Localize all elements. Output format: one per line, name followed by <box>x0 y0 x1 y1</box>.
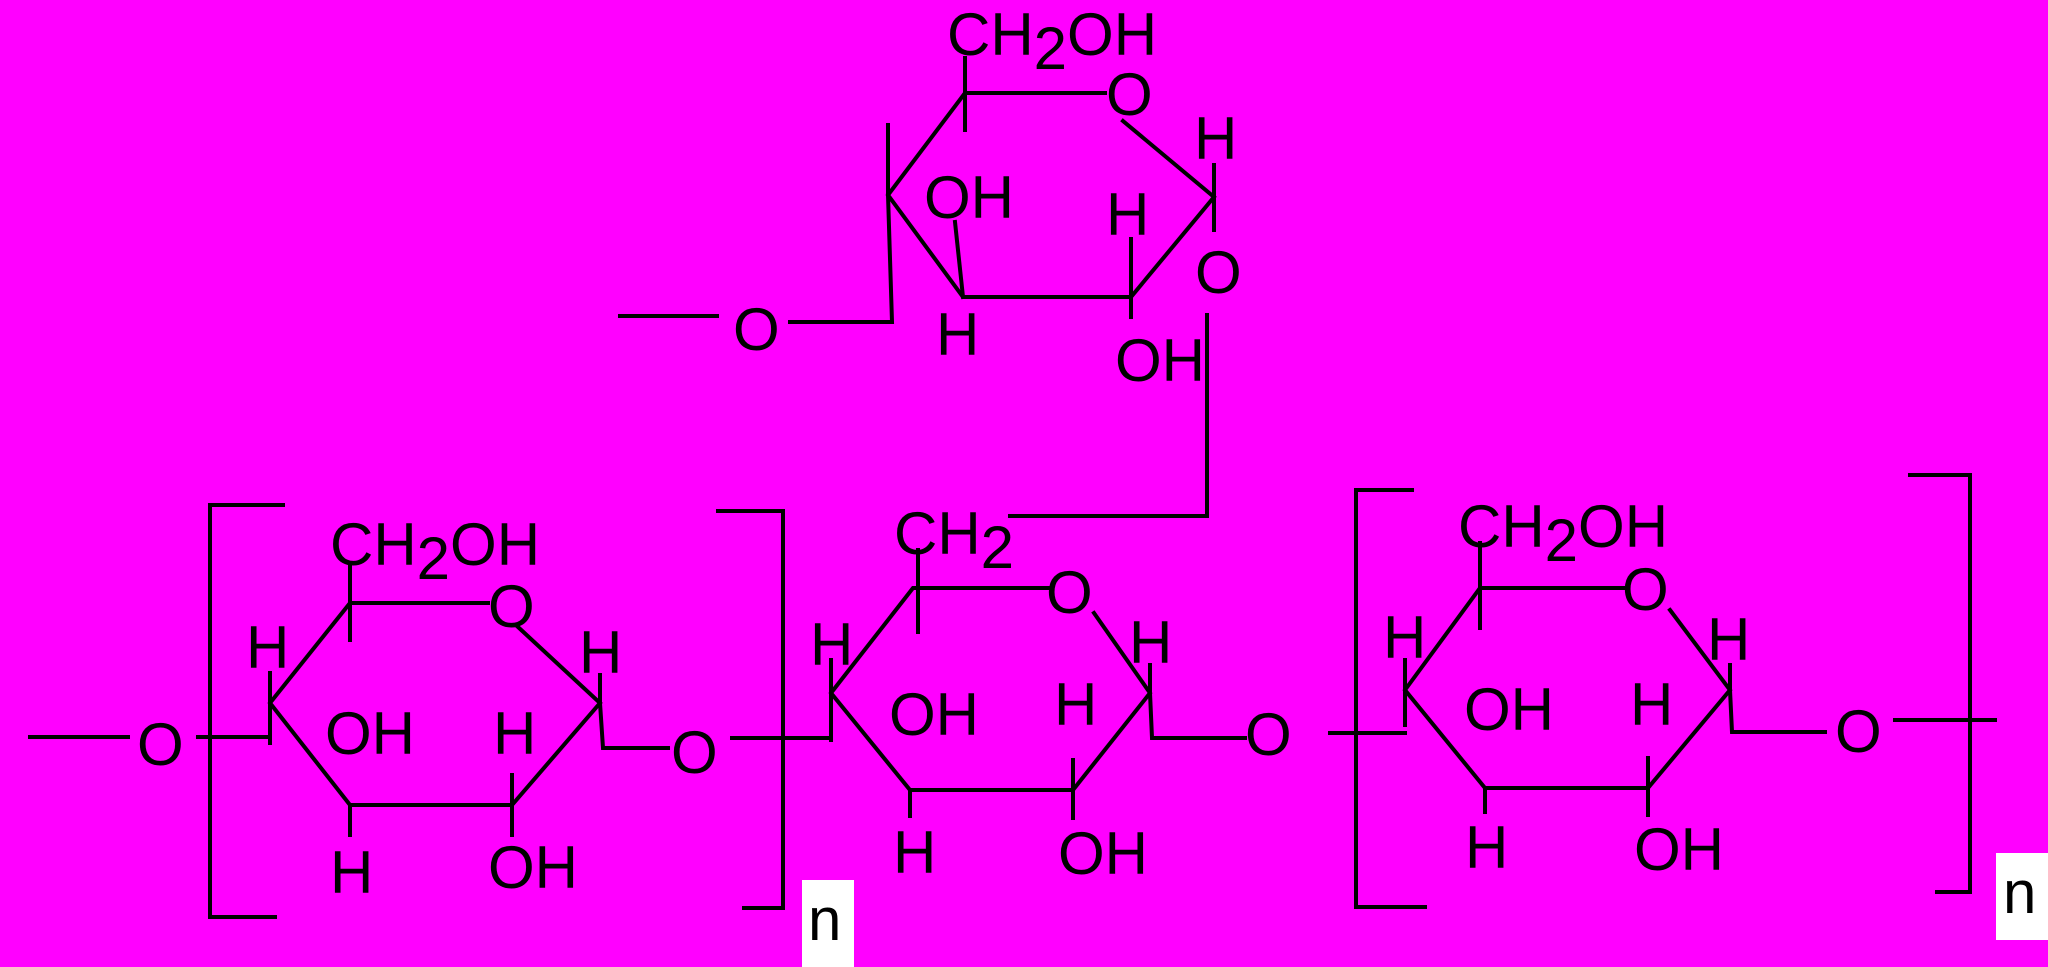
top-c3-hydroxyl: OH <box>924 164 1014 231</box>
top-glucose-unit: CH2OH O H OH H O H OH O <box>618 1 1242 518</box>
right-c2-hydroxyl: OH <box>1634 816 1724 883</box>
top-glycosidic-oxygen: O <box>1195 239 1242 306</box>
right-ring-oxygen: O <box>1622 556 1669 623</box>
middle-c3-hydrogen: H <box>893 819 936 886</box>
svg-text:CH2OH: CH2OH <box>330 511 540 592</box>
top-c2-hydrogen: H <box>1106 181 1149 248</box>
left-ring-oxygen: O <box>488 573 535 640</box>
right-c1-to-o-bond <box>1727 687 1827 734</box>
left-repeat-index-box <box>802 880 854 967</box>
right-bracket-open <box>1354 488 1427 909</box>
top-c4-oxygen: O <box>733 296 780 363</box>
left-glycosidic-oxygen: O <box>671 719 718 786</box>
left-c1-to-o-bond <box>597 700 670 750</box>
left-bracket-close <box>716 509 785 910</box>
right-repeat-index-box <box>1996 853 2048 940</box>
left-chain-oxygen: O <box>137 711 184 778</box>
right-c2-hydrogen: H <box>1630 671 1673 738</box>
right-bracket-close <box>1908 473 1972 894</box>
left-c3-hydrogen: H <box>330 839 373 906</box>
left-ch2oh-label: CH2OH <box>330 511 540 592</box>
top-c3-h-bond <box>952 219 966 300</box>
svg-text:CH2: CH2 <box>894 500 1014 581</box>
middle-c1-to-o-bond <box>1147 690 1247 740</box>
svg-text:CH2OH: CH2OH <box>1458 493 1668 574</box>
right-glycosidic-oxygen: O <box>1835 698 1882 765</box>
right-c1-hydrogen: H <box>1707 606 1750 673</box>
left-bracket-open <box>208 503 285 919</box>
right-c3-hydrogen: H <box>1465 814 1508 881</box>
top-c4-to-o-bond <box>788 192 895 324</box>
right-repeat-unit: CH2OH O H H OH H O H OH n <box>1328 473 2048 940</box>
right-ch2oh-label: CH2OH <box>1458 493 1668 574</box>
alpha-1-6-linkage-bond <box>1008 313 1209 518</box>
right-c4-hydrogen: H <box>1383 604 1426 671</box>
top-c1-hydrogen: H <box>1194 105 1237 172</box>
middle-c1-hydrogen: H <box>1129 609 1172 676</box>
middle-c3-hydroxyl: OH <box>889 681 979 748</box>
middle-glycosidic-oxygen: O <box>1245 701 1292 768</box>
middle-ring-oxygen: O <box>1046 559 1093 626</box>
middle-glucose-unit: CH2 O H H OH H O H OH <box>730 500 1292 887</box>
right-repeat-index: n <box>2003 859 2036 926</box>
middle-ch2-label: CH2 <box>894 500 1014 581</box>
top-c3-hydrogen: H <box>936 301 979 368</box>
left-c3-hydroxyl: OH <box>325 700 415 767</box>
left-repeat-index: n <box>808 886 841 953</box>
top-c2-hydroxyl: OH <box>1115 327 1205 394</box>
middle-c4-hydrogen: H <box>810 611 853 678</box>
left-repeat-unit: CH2OH O H H OH H O O H OH n <box>28 503 854 967</box>
left-c2-hydroxyl: OH <box>488 834 578 901</box>
top-ring-oxygen: O <box>1106 61 1153 128</box>
left-c2-hydrogen: H <box>493 700 536 767</box>
svg-text:CH2OH: CH2OH <box>947 1 1157 82</box>
right-c3-hydroxyl: OH <box>1464 676 1554 743</box>
middle-c2-hydroxyl: OH <box>1058 820 1148 887</box>
middle-c2-hydrogen: H <box>1054 671 1097 738</box>
left-c4-hydrogen: H <box>246 614 289 681</box>
top-ch2oh-label: CH2OH <box>947 1 1157 82</box>
left-c1-hydrogen: H <box>579 619 622 686</box>
